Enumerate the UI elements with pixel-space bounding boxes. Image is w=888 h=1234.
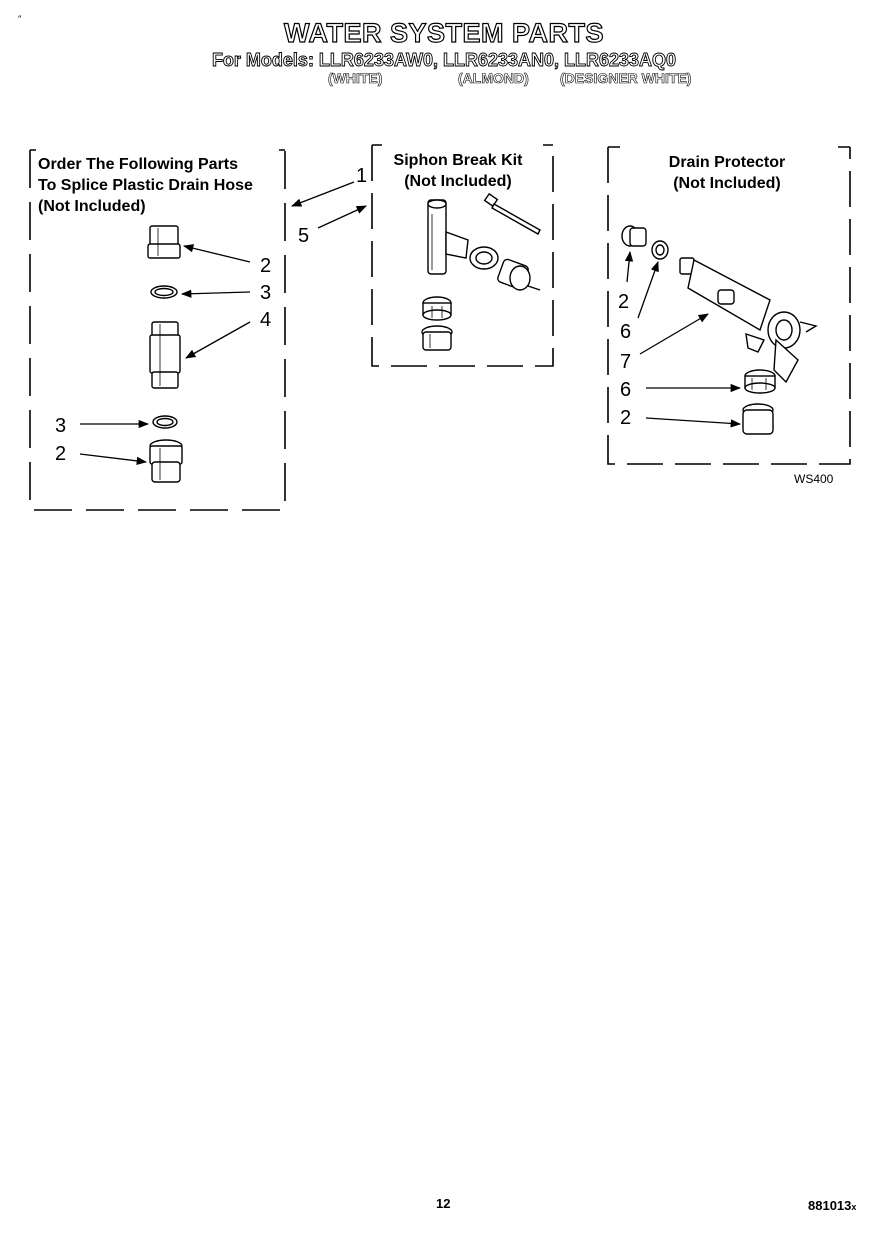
callout-left-2-top: 2: [260, 255, 272, 277]
clamp-3-top: [150, 285, 178, 299]
protector-ring-small: [651, 240, 669, 260]
page-number: 12: [436, 1196, 451, 1211]
callout-right-6-bottom: 6: [620, 379, 632, 401]
leader-r7: [639, 313, 709, 355]
center-parts: [421, 192, 541, 351]
leader-5: [317, 205, 367, 229]
protector-cap-large: [742, 403, 774, 435]
connector-4: [149, 321, 181, 389]
siphon-clamp: [422, 296, 452, 321]
callout-right-7: 7: [620, 351, 632, 373]
leader-1: [291, 181, 355, 207]
callout-right-2-bottom: 2: [620, 407, 632, 429]
right-box-label-line2: (Not Included): [673, 175, 781, 192]
clamp-3-bottom: [152, 415, 178, 429]
leader-l4: [185, 321, 251, 359]
center-box-label: Siphon Break Kit (Not Included): [372, 150, 544, 192]
left-box-border: [29, 150, 286, 511]
variant-almond: (ALMOND): [458, 70, 529, 87]
fitting-2-top: [147, 225, 181, 259]
callout-left-3-bottom: 3: [55, 415, 67, 437]
callout-left-2-bottom: 2: [55, 443, 67, 465]
leader-r2a: [624, 250, 634, 283]
protector-clamp: [744, 369, 776, 394]
siphon-ring: [469, 246, 499, 270]
callout-5: 5: [298, 225, 310, 247]
document-number: 881013x: [808, 1198, 856, 1213]
fitting-2-bottom: [149, 439, 183, 483]
callout-right-6-top: 6: [620, 321, 632, 343]
leader-l3a: [180, 289, 251, 298]
cable-tie: [483, 192, 541, 235]
siphon-cap: [421, 325, 453, 351]
right-box-label-line1: Drain Protector: [668, 154, 786, 171]
leader-l2a: [182, 244, 251, 263]
models-line: For Models: LLR6233AW0, LLR6233AN0, LLR6…: [211, 50, 677, 71]
leader-l2b: [79, 453, 148, 466]
center-box-label-line2: (Not Included): [404, 173, 512, 190]
drain-protector-body: [679, 257, 818, 384]
siphon-tee: [427, 199, 469, 275]
callout-left-4: 4: [260, 309, 272, 331]
left-box-label: Order The Following Parts To Splice Plas…: [38, 154, 253, 217]
center-box-label-line1: Siphon Break Kit: [393, 152, 523, 169]
protector-cap-small: [621, 225, 647, 247]
diagram-code: WS400: [794, 472, 834, 486]
left-parts: [147, 225, 183, 483]
callout-right-2-top: 2: [618, 291, 630, 313]
leader-r2b: [645, 417, 742, 428]
left-box-label-line1: Order The Following Parts: [38, 156, 239, 173]
document-number-suffix: x: [851, 1202, 857, 1212]
center-box-border: [371, 145, 554, 367]
right-parts: [621, 225, 818, 435]
document-number-main: 881013: [808, 1198, 852, 1213]
siphon-adapter: [497, 258, 541, 291]
right-box-label: Drain Protector (Not Included): [622, 152, 832, 194]
callout-left-3-top: 3: [260, 282, 272, 304]
corner-mark: ″: [18, 14, 22, 24]
left-box-label-line3: (Not Included): [38, 198, 146, 215]
left-box-label-line2: To Splice Plastic Drain Hose: [38, 177, 253, 194]
page-title: WATER SYSTEM PARTS: [283, 17, 604, 48]
callout-1: 1: [356, 165, 368, 187]
variant-designer-white: (DESIGNER WHITE): [560, 70, 692, 87]
right-box-border: [607, 147, 851, 465]
variant-white: (WHITE): [328, 70, 383, 87]
leader-r6a: [637, 261, 659, 319]
